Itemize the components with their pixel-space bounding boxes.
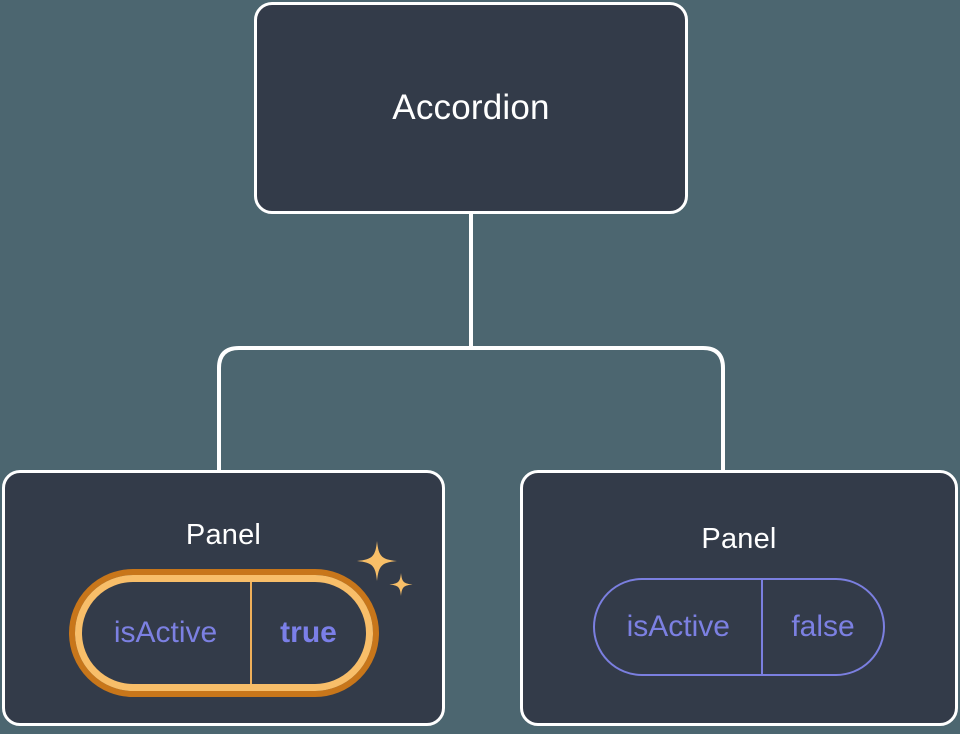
node-accordion[interactable]: Accordion [254,2,688,214]
state-value: true [249,582,366,684]
state-key: isActive [113,616,218,649]
state-value: false [761,580,882,674]
state-pill-wrapper: isActive false [593,578,885,676]
state-pill[interactable]: isActive false [593,578,885,676]
state-key: isActive [626,610,730,643]
sparkle-small-icon [389,573,412,596]
state-pill-active[interactable]: isActive true [68,569,379,697]
node-panel-active[interactable]: Panel isActive true [2,470,445,726]
node-title: Accordion [392,88,550,127]
state-pill-inner-ring: isActive true [74,575,373,691]
node-title: Panel [701,523,777,555]
sparkle-icon [356,541,397,581]
node-panel-inactive[interactable]: Panel isActive false [520,470,958,726]
state-pill-highlight-wrapper: isActive true [68,541,412,697]
node-title: Panel [185,519,262,551]
